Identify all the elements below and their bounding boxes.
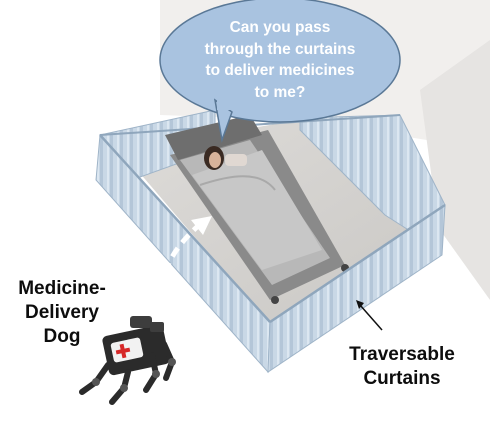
curtain-rail-front <box>99 134 271 323</box>
path-arrow-head <box>191 216 212 235</box>
robot-label: Medicine- Delivery Dog <box>2 277 122 349</box>
blanket <box>192 150 322 270</box>
robot-label-line: Dog <box>43 326 81 347</box>
speech-line: through the curtains <box>204 40 356 58</box>
robot-label-line: Medicine- <box>18 278 106 299</box>
speech-line: Can you pass <box>229 19 331 36</box>
curtains-label-line: Curtains <box>363 368 441 389</box>
curtains-label-line: Traversable <box>349 344 455 365</box>
speech-line: to deliver medicines <box>205 62 355 79</box>
hospital-bed <box>165 115 349 304</box>
pointer-arrow <box>359 304 383 331</box>
speech-bubble-text: Can you pass through the curtains to del… <box>170 17 390 103</box>
pointer-arrow-head <box>356 300 364 309</box>
robot-label-line: Delivery <box>25 302 99 323</box>
speech-bubble <box>159 0 401 143</box>
curtains-label: Traversable Curtains <box>334 343 470 391</box>
right-wall <box>420 40 490 300</box>
robot-dog <box>79 316 176 405</box>
curtain-rail-side <box>269 203 446 324</box>
speech-line: to me? <box>254 83 306 101</box>
